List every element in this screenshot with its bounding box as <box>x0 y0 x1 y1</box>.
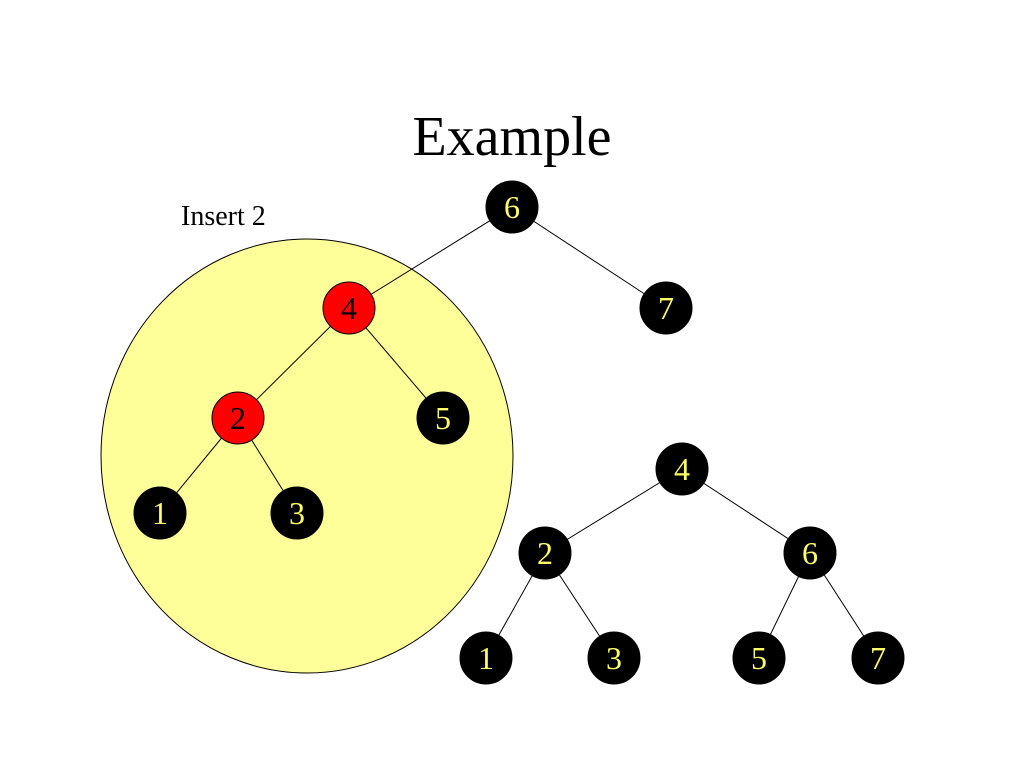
tree_after-node-7-circle <box>851 631 905 685</box>
tree_after-node-6-circle <box>783 526 837 580</box>
tree_before-node-4-label: 4 <box>341 290 357 326</box>
tree_after-node-4: 4 <box>655 442 709 496</box>
tree_after-node-7: 7 <box>851 631 905 685</box>
tree_after-node-6: 6 <box>783 526 837 580</box>
highlight-ellipse <box>100 238 514 674</box>
tree_before-node-6-circle <box>485 180 539 234</box>
tree_before-node-1: 1 <box>133 486 187 540</box>
tree_after-node-2: 2 <box>518 526 572 580</box>
tree_before-node-7: 7 <box>639 281 693 335</box>
tree_before-node-4: 4 <box>322 281 376 335</box>
tree_before-node-5-label: 5 <box>435 400 451 436</box>
tree_after-node-3-label: 3 <box>606 640 622 676</box>
tree_before-edge-b6-b7 <box>511 206 667 309</box>
tree_before-node-5: 5 <box>416 391 470 445</box>
tree_before-edge-b6-b4 <box>348 206 513 309</box>
tree_after-node-1-circle <box>459 631 513 685</box>
tree_before-node-6-label: 6 <box>504 189 520 225</box>
slide-title: Example <box>412 106 611 168</box>
tree_after-node-2-label: 2 <box>537 535 553 571</box>
tree_before-node-7-circle <box>639 281 693 335</box>
tree_after-node-4-label: 4 <box>674 451 690 487</box>
tree_after-node-2-circle <box>518 526 572 580</box>
tree_after-node-3-circle <box>587 631 641 685</box>
tree_before-node-1-circle <box>133 486 187 540</box>
tree_before-node-7-label: 7 <box>658 290 674 326</box>
tree_before-node-2-circle <box>211 391 265 445</box>
insert-caption: Insert 2 <box>181 201 266 232</box>
tree_before-node-5-circle <box>416 391 470 445</box>
tree_before-node-4-circle <box>322 281 376 335</box>
tree_after-node-6-label: 6 <box>802 535 818 571</box>
tree_before-node-2: 2 <box>211 391 265 445</box>
tree_after-node-4-circle <box>655 442 709 496</box>
tree_before-node-1-label: 1 <box>152 495 168 531</box>
tree_after-node-3: 3 <box>587 631 641 685</box>
tree_after-node-5-label: 5 <box>751 640 767 676</box>
tree_after-node-1: 1 <box>459 631 513 685</box>
tree_before-node-3: 3 <box>270 486 324 540</box>
tree_after-node-7-label: 7 <box>870 640 886 676</box>
tree_after-node-5-circle <box>732 631 786 685</box>
tree_after-edge-a4-a2 <box>544 468 683 554</box>
tree_after-node-5: 5 <box>732 631 786 685</box>
nodes-layer: 6 4 7 2 5 1 3 4 2 6 1 3 5 7 <box>133 180 905 685</box>
tree_before-node-3-circle <box>270 486 324 540</box>
tree_after-node-1-label: 1 <box>478 640 494 676</box>
tree_before-node-2-label: 2 <box>230 400 246 436</box>
tree_before-node-3-label: 3 <box>289 495 305 531</box>
tree_before-node-6: 6 <box>485 180 539 234</box>
